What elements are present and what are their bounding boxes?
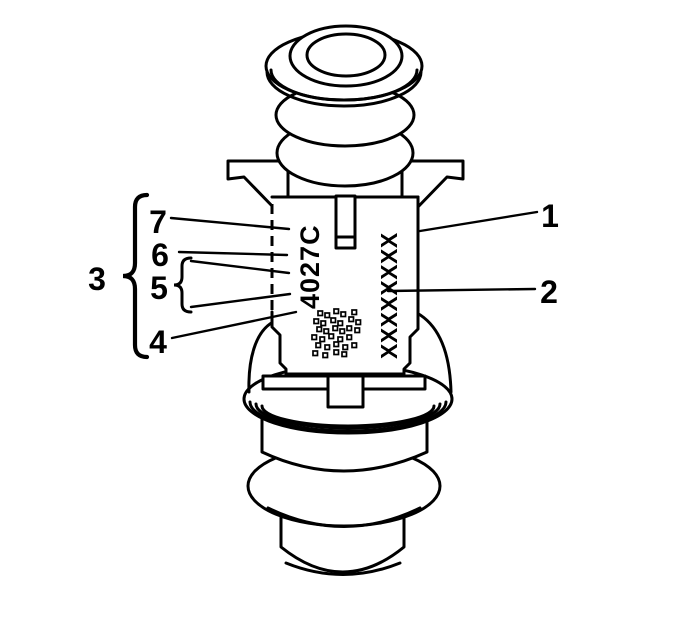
group-brace-5	[173, 256, 193, 314]
part-number-label: 4027C	[295, 224, 325, 309]
leader-line-4	[170, 310, 298, 340]
callout-1: 1	[541, 198, 559, 234]
leader-line-5b	[189, 292, 292, 309]
datamatrix-code	[311, 308, 362, 359]
callout-2: 2	[540, 274, 558, 310]
flow-code-marks: XXXXXXXX	[376, 232, 402, 359]
leader-line-2	[386, 287, 537, 293]
group-brace-3	[122, 192, 150, 360]
upper-oring-ribs	[274, 82, 416, 188]
leader-lines	[169, 210, 539, 340]
leader-line-7	[169, 216, 291, 231]
connector-slot	[334, 194, 357, 250]
leader-line-6	[177, 250, 289, 257]
callout-5: 5	[150, 270, 168, 306]
leader-line-1	[418, 210, 539, 233]
callout-6: 6	[151, 237, 169, 273]
leader-line-5a	[189, 259, 291, 275]
callout-4: 4	[149, 324, 167, 360]
callout-7: 7	[149, 204, 167, 240]
callout-3: 3	[88, 261, 106, 297]
collar-ledges	[261, 374, 427, 409]
fuel-inlet-cap	[264, 24, 424, 108]
